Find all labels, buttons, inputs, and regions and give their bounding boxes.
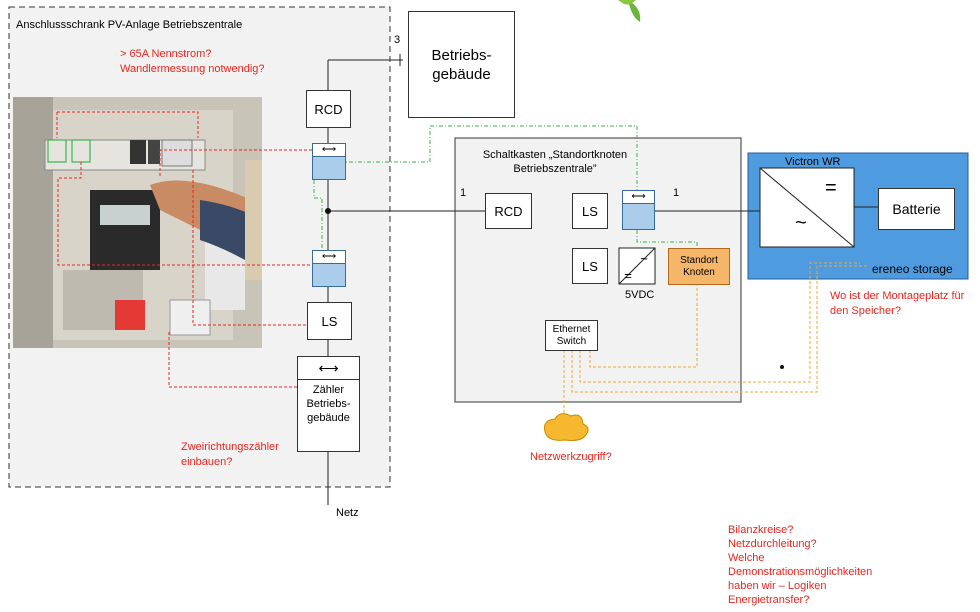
meter-label-1: Zähler (312, 384, 345, 396)
bidir-note-2: einbauen? (181, 456, 233, 468)
cloud-icon (544, 413, 589, 441)
psu-label: 5VDC (625, 289, 655, 301)
grid-label: Netz (336, 507, 359, 519)
cabinet-note-2: Wandlermessung notwendig? (120, 63, 265, 75)
meter-box: ⟷ Zähler Betriebs- gebäude (297, 356, 360, 452)
ls-schaltkasten-1: LS (572, 193, 608, 229)
wire-out-count: 1 (673, 187, 680, 199)
ethernet-switch-box: Ethernet Switch (545, 320, 598, 351)
switch-label-2: Switch (556, 335, 587, 347)
open-question-1: Bilanzkreise? (728, 524, 794, 536)
battery-box: Batterie (878, 188, 955, 230)
wire-in-count: 1 (460, 187, 467, 199)
bidir-note-1: Zweirichtungszähler (181, 441, 279, 453)
building-label-2: gebäude (432, 65, 491, 83)
schaltkasten-title-1: Schaltkasten „Standortknoten (482, 149, 628, 161)
transformer-arrow-icon: ⟷ (623, 191, 654, 204)
mount-question-1: Wo ist der Montageplatz für (830, 290, 965, 302)
cabinet-title: Anschlussschrank PV-Anlage Betriebszentr… (16, 19, 243, 31)
rcd-main: RCD (306, 90, 351, 128)
rcd-schaltkasten: RCD (485, 193, 532, 229)
transformer-arrow-icon: ⟷ (313, 144, 345, 157)
meter-label-3: gebäude (307, 412, 350, 424)
victron-title: Victron WR (785, 156, 841, 168)
meter-label-2: Betriebs- (306, 398, 351, 410)
psu-ac-symbol: ~ (640, 251, 648, 266)
switch-label-1: Ethernet (552, 323, 591, 335)
red-dotted-links (56, 111, 312, 388)
node-label-1: Standort (680, 254, 718, 266)
open-question-6: Energietransfer? (728, 594, 810, 606)
inverter-dc-symbol: = (825, 177, 837, 199)
storage-brand: ereneo storage (872, 262, 953, 276)
building-box: Betriebs- gebäude (408, 11, 515, 118)
open-question-3: Welche (728, 552, 765, 564)
schaltkasten-title-2: Betriebszentrale” (513, 163, 597, 175)
cabinet-photo (13, 97, 262, 348)
open-question-2: Netzdurchleitung? (728, 538, 817, 550)
mount-question-2: den Speicher? (830, 305, 901, 317)
current-transformer-3: ⟷ (622, 190, 655, 230)
building-label-1: Betriebs- (431, 46, 492, 64)
meter-arrow-icon: ⟷ (298, 357, 359, 380)
schaltkasten-title: Schaltkasten „Standortknoten Betriebszen… (470, 148, 640, 176)
current-transformer-2: ⟷ (312, 250, 346, 287)
current-transformer-1: ⟷ (312, 143, 346, 180)
psu-dc-symbol: = (624, 268, 632, 283)
standort-knoten-box: Standort Knoten (668, 248, 730, 285)
building-wire-count: 3 (394, 34, 401, 46)
open-question-5: haben wir – Logiken (728, 580, 827, 592)
open-question-4: Demonstrationsmöglichkeiten (728, 566, 873, 578)
node-label-2: Knoten (683, 266, 715, 278)
leaf-decoration-2 (618, 0, 636, 5)
inverter-ac-symbol: ~ (795, 212, 807, 234)
ls-schaltkasten-2: LS (572, 248, 608, 284)
orange-dotted-links (563, 262, 868, 415)
network-question: Netzwerkzugriff? (530, 451, 612, 463)
transformer-arrow-icon: ⟷ (313, 251, 345, 264)
ls-main: LS (307, 302, 352, 340)
leaf-decoration (628, 0, 641, 22)
cabinet-note-1: > 65A Nennstrom? (120, 48, 212, 60)
